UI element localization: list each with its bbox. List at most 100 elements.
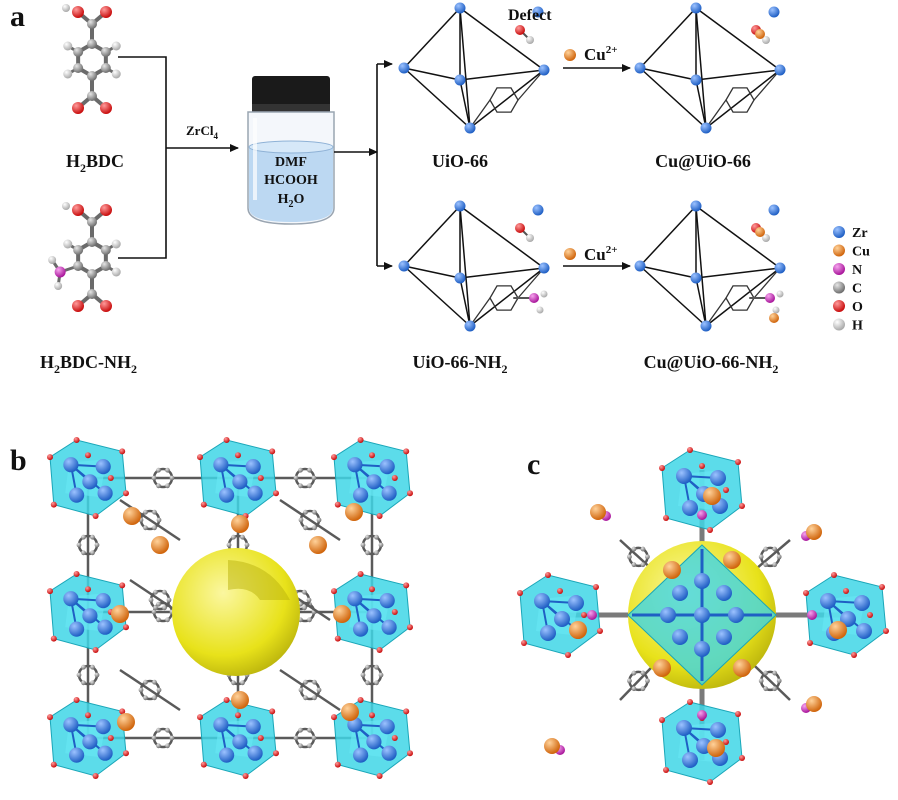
zr-atom	[63, 591, 79, 607]
cu-atom	[663, 561, 681, 579]
framework-edge	[695, 7, 781, 71]
reaction-vial	[247, 76, 335, 225]
cu-atom	[569, 621, 587, 639]
zr-atom	[379, 593, 395, 609]
o-atom	[100, 204, 112, 216]
linker-bond	[517, 69, 545, 101]
c-atom	[87, 91, 97, 101]
c-atom	[165, 467, 170, 473]
cu-atom	[231, 515, 249, 533]
zr-atom	[97, 485, 113, 501]
framework-edge	[403, 205, 461, 267]
o-atom	[257, 735, 264, 741]
c-atom	[365, 550, 370, 556]
linker-bond	[469, 99, 491, 129]
zr-atom	[538, 262, 550, 274]
o-atom	[242, 773, 249, 779]
o-atom	[257, 475, 264, 481]
linker-bond	[119, 498, 181, 542]
uio66-cage-structure	[47, 437, 413, 779]
zr-atom	[95, 459, 111, 475]
vial-solvent-hcooh: HCOOH	[264, 173, 318, 188]
o-atom	[331, 454, 337, 461]
o-atom	[50, 635, 57, 642]
framework-edge	[459, 7, 471, 129]
c-atom	[307, 483, 312, 489]
cu-ion-icon	[564, 248, 576, 260]
c-atom	[298, 687, 304, 693]
c-atom	[303, 509, 308, 515]
zr-atom	[381, 745, 397, 761]
o-atom	[843, 588, 849, 594]
zr-atom	[774, 64, 786, 76]
zr-atom	[97, 745, 113, 761]
zr-atom	[532, 6, 544, 18]
zr-atom	[700, 320, 712, 332]
c-atom	[100, 261, 111, 271]
o-atom	[851, 652, 857, 658]
c-atom	[169, 735, 175, 741]
zr-atom	[353, 747, 369, 763]
linker-bond	[517, 267, 545, 299]
c-atom	[165, 617, 170, 623]
c-atom	[307, 727, 312, 733]
o-atom	[831, 572, 837, 578]
c-atom	[156, 743, 161, 749]
c-atom	[94, 672, 100, 678]
c-atom	[763, 686, 769, 692]
o-atom	[223, 437, 230, 443]
o-atom	[739, 503, 745, 509]
zr-atom	[694, 573, 710, 589]
framework-edge	[469, 69, 545, 129]
zr-atom	[213, 457, 229, 473]
framework-edge	[403, 265, 461, 279]
o-atom	[47, 714, 53, 721]
framework-edge	[459, 69, 545, 81]
zr-atom	[464, 320, 476, 332]
o-atom	[273, 490, 279, 497]
c-atom	[156, 517, 162, 523]
o-atom	[100, 6, 112, 18]
o-atom	[197, 454, 203, 461]
o-atom	[723, 487, 729, 493]
framework-edge	[695, 7, 707, 129]
h-atom	[762, 234, 770, 242]
c-atom	[763, 562, 769, 568]
c-atom	[87, 71, 97, 81]
zr-atom	[854, 595, 870, 611]
legend-label-zr: Zr	[852, 226, 868, 241]
zr-atom	[676, 468, 692, 484]
c-atom	[298, 517, 304, 523]
zr-atom	[366, 734, 382, 750]
c-atom	[303, 695, 308, 701]
zr-atom	[379, 719, 395, 735]
c-atom	[758, 554, 764, 560]
zr-atom	[379, 459, 395, 475]
c-atom	[156, 467, 161, 473]
panel-label-b: b	[10, 444, 27, 477]
zr-atom	[82, 474, 98, 490]
vial-solvent-dmf: DMF	[275, 155, 307, 170]
c-atom	[87, 289, 97, 299]
framework-edge	[459, 267, 545, 279]
h-atom	[111, 239, 121, 249]
zr-atom	[353, 487, 369, 503]
h-atom	[48, 256, 57, 264]
c-atom	[776, 678, 782, 684]
c-atom	[90, 534, 95, 540]
panel-label-c: c	[527, 448, 540, 481]
c-atom	[293, 475, 299, 481]
c-atom	[378, 542, 384, 548]
n-atom	[833, 263, 845, 275]
c-atom	[311, 475, 317, 481]
c-atom	[73, 261, 84, 271]
cu-atom	[806, 524, 822, 540]
o-atom	[334, 761, 341, 768]
zr-atom	[634, 260, 646, 272]
zr-atom	[454, 2, 466, 14]
zr-atom	[97, 619, 113, 635]
zr-atom	[540, 625, 556, 641]
zr-atom	[366, 474, 382, 490]
cu-addition-step-top	[563, 49, 631, 72]
